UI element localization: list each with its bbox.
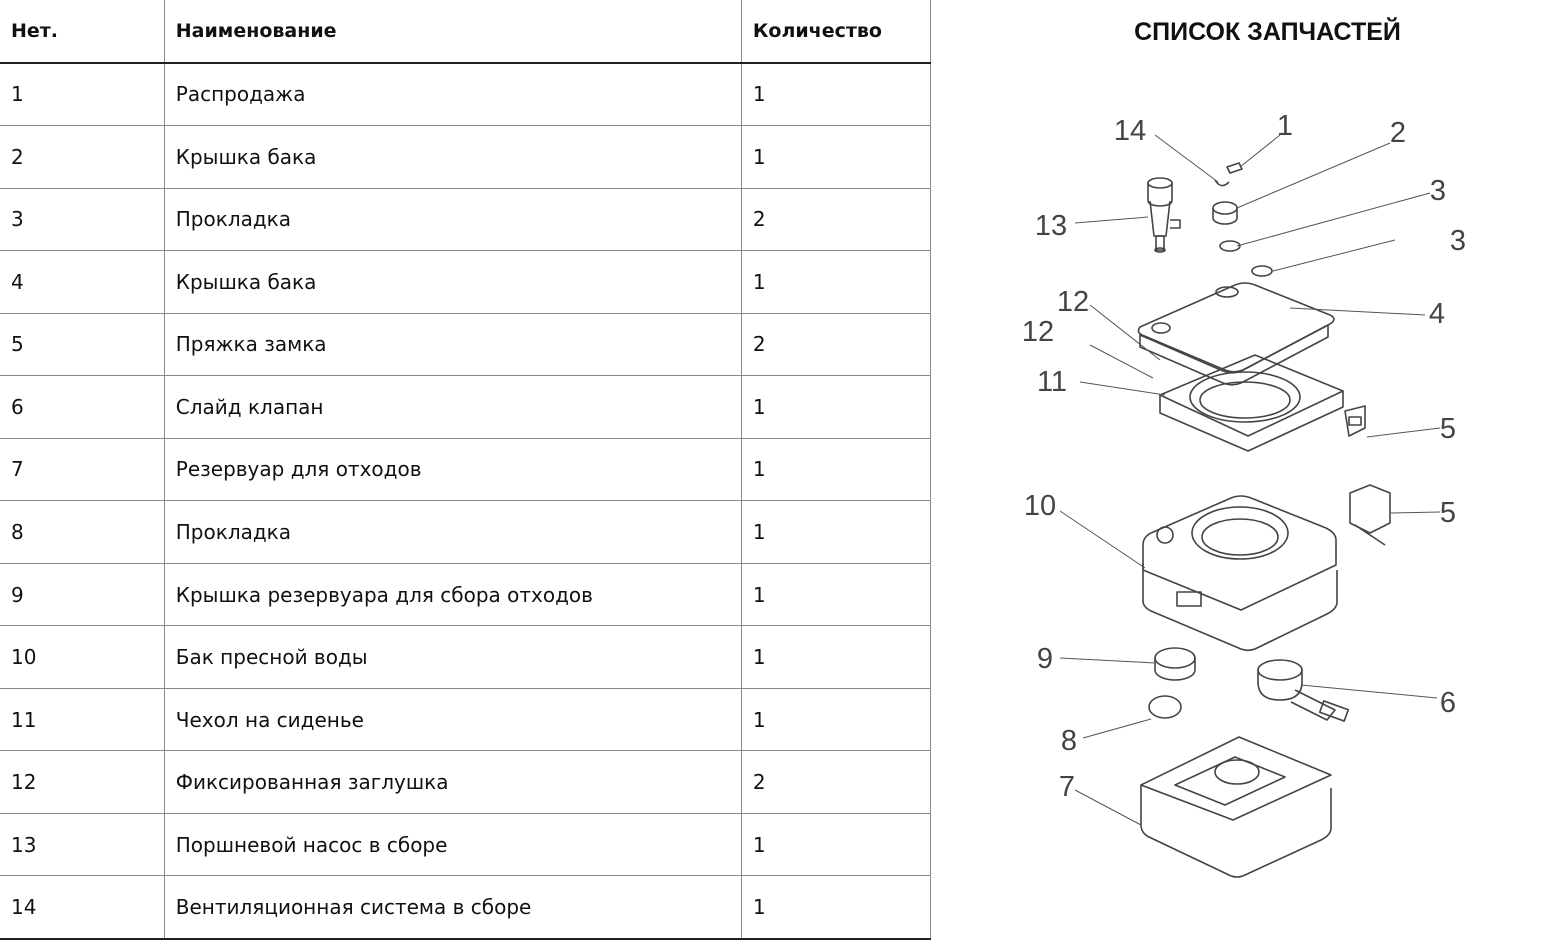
callout-5b: 5 bbox=[1440, 497, 1456, 529]
cell-quantity: 1 bbox=[740, 250, 932, 314]
callout-12b: 12 bbox=[1022, 316, 1054, 348]
callout-5: 5 bbox=[1440, 413, 1456, 445]
cell-quantity: 2 bbox=[740, 750, 932, 814]
cell-number: 10 bbox=[0, 625, 165, 689]
slide-valve-drawing bbox=[1257, 659, 1350, 722]
cell-number: 7 bbox=[0, 437, 165, 502]
cell-name: Поршневой насос в сборе bbox=[163, 812, 742, 877]
waste-gasket-drawing bbox=[1148, 695, 1182, 719]
cell-name: Фиксированная заглушка bbox=[163, 750, 742, 814]
cell-quantity: 1 bbox=[740, 125, 932, 189]
cell-number: 12 bbox=[0, 750, 165, 814]
tank-cover-drawing bbox=[1137, 282, 1335, 386]
cell-number: 14 bbox=[0, 875, 165, 941]
cell-name: Слайд клапан bbox=[163, 375, 742, 439]
cell-number: 4 bbox=[0, 250, 165, 314]
callout-3: 3 bbox=[1430, 175, 1446, 207]
cell-quantity: 1 bbox=[740, 375, 932, 439]
callout-3b: 3 bbox=[1450, 225, 1466, 257]
cell-quantity: 1 bbox=[740, 62, 932, 127]
cell-number: 5 bbox=[0, 312, 165, 377]
cell-number: 8 bbox=[0, 500, 165, 564]
callout-2: 2 bbox=[1390, 117, 1406, 149]
cell-number: 1 bbox=[0, 62, 165, 127]
cell-name: Прокладка bbox=[163, 187, 742, 252]
callout-8: 8 bbox=[1061, 725, 1077, 757]
cell-name: Резервуар для отходов bbox=[163, 437, 742, 502]
cell-name: Распродажа bbox=[163, 62, 742, 127]
callout-10: 10 bbox=[1024, 490, 1056, 522]
cell-number: 6 bbox=[0, 375, 165, 439]
vent-system-drawing bbox=[1214, 162, 1243, 187]
cell-number: 13 bbox=[0, 812, 165, 877]
cell-number: 11 bbox=[0, 687, 165, 752]
latch-buckle-drawing-1 bbox=[1344, 405, 1366, 437]
callout-14: 14 bbox=[1114, 115, 1146, 147]
tank-cap-drawing bbox=[1212, 201, 1238, 225]
fresh-water-tank-drawing bbox=[1142, 495, 1338, 652]
cell-quantity: 2 bbox=[740, 187, 932, 252]
waste-tank-cap-drawing bbox=[1154, 647, 1196, 681]
cell-name: Прокладка bbox=[163, 500, 742, 564]
callout-13: 13 bbox=[1035, 210, 1067, 242]
column-header-number: Нет. bbox=[0, 0, 165, 64]
callout-9: 9 bbox=[1037, 643, 1053, 675]
column-header-quantity: Количество bbox=[740, 0, 932, 64]
cell-quantity: 1 bbox=[740, 812, 932, 877]
piston-pump-drawing bbox=[1147, 177, 1181, 253]
cell-name: Бак пресной воды bbox=[163, 625, 742, 689]
waste-tank-drawing bbox=[1140, 736, 1332, 878]
cell-number: 2 bbox=[0, 125, 165, 189]
cell-name: Крышка бака bbox=[163, 125, 742, 189]
callout-11: 11 bbox=[1037, 366, 1067, 398]
cell-quantity: 1 bbox=[740, 437, 932, 502]
callout-7: 7 bbox=[1059, 771, 1075, 803]
seat-cover-drawing bbox=[1159, 354, 1344, 452]
cell-quantity: 1 bbox=[740, 687, 932, 752]
callout-4: 4 bbox=[1429, 298, 1445, 330]
diagram-title: СПИСОК ЗАПЧАСТЕЙ bbox=[1134, 18, 1401, 46]
cell-name: Вентиляционная система в сборе bbox=[163, 875, 742, 941]
column-header-name: Наименование bbox=[163, 0, 742, 64]
latch-buckle-drawing-2 bbox=[1349, 484, 1391, 546]
callout-6: 6 bbox=[1440, 687, 1456, 719]
callout-12: 12 bbox=[1057, 286, 1089, 318]
cell-name: Крышка резервуара для сбора отходов bbox=[163, 562, 742, 627]
cell-number: 9 bbox=[0, 562, 165, 627]
cell-quantity: 2 bbox=[740, 312, 932, 377]
cell-name: Крышка бака bbox=[163, 250, 742, 314]
table-header-row: Нет. Наименование Количество bbox=[0, 0, 932, 64]
cell-name: Пряжка замка bbox=[163, 312, 742, 377]
gasket-drawing-1 bbox=[1219, 240, 1241, 252]
cell-quantity: 1 bbox=[740, 875, 932, 941]
exploded-parts-diagram: 14 1 2 3 3 13 12 12 4 11 5 10 5 9 6 8 7 bbox=[1022, 110, 1466, 878]
cell-quantity: 1 bbox=[740, 562, 932, 627]
callout-1: 1 bbox=[1277, 110, 1293, 142]
cell-name: Чехол на сиденье bbox=[163, 687, 742, 752]
cell-quantity: 1 bbox=[740, 500, 932, 564]
gasket-drawing-2 bbox=[1251, 265, 1273, 277]
cell-quantity: 1 bbox=[740, 625, 932, 689]
cell-number: 3 bbox=[0, 187, 165, 252]
